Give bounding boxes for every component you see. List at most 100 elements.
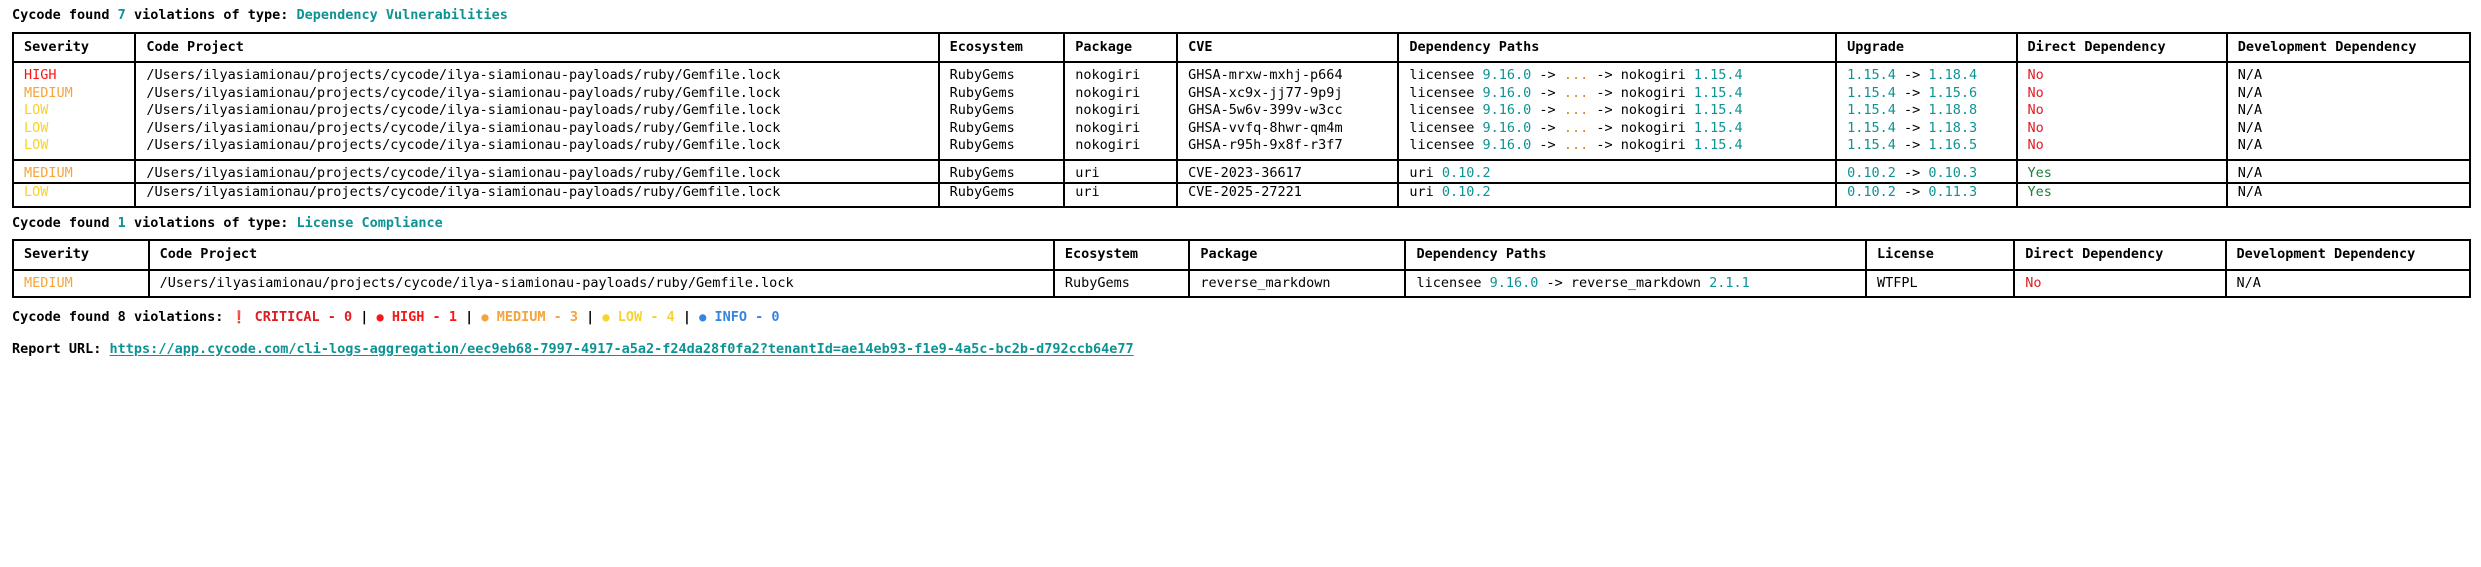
severity-badge: MEDIUM [24, 84, 73, 101]
table-row: LOW/Users/ilyasiamionau/projects/cycode/… [11, 137, 2472, 160]
col-direct-dependency: Direct Dependency [2015, 32, 2228, 64]
cell-cve: GHSA-mrxw-mxhj-p664 [1176, 62, 1400, 85]
table-row: LOW/Users/ilyasiamionau/projects/cycode/… [11, 182, 2472, 207]
cell-cve: GHSA-r95h-9x8f-r3f7 [1176, 137, 1400, 160]
col-severity: Severity [11, 32, 137, 64]
col-license: License [1864, 240, 2016, 271]
severity-badge: HIGH [24, 67, 57, 84]
severity-badge: LOW [24, 184, 49, 201]
cell-cve: GHSA-vvfq-8hwr-qm4m [1176, 119, 1400, 138]
cell-code-project: /Users/ilyasiamionau/projects/cycode/ily… [134, 182, 940, 207]
cell-cve: CVE-2025-27221 [1176, 182, 1400, 207]
high-dash: - [424, 309, 449, 326]
severity-badge: MEDIUM [24, 274, 73, 291]
medium-dot-icon: ● [481, 310, 489, 325]
cell-development-dependency: N/A [2225, 84, 2472, 103]
cell-ecosystem: RubyGems [937, 137, 1066, 160]
cell-direct-dependency: Yes [2015, 182, 2228, 207]
low-label: LOW [617, 309, 643, 326]
cell-ecosystem: RubyGems [937, 182, 1066, 207]
cell-severity: LOW [11, 102, 137, 120]
cell-dependency-path: licensee 9.16.0 -> ... -> nokogiri 1.15.… [1397, 119, 1838, 138]
col-direct-dependency: Direct Dependency [2013, 240, 2227, 271]
table-row: MEDIUM/Users/ilyasiamionau/projects/cyco… [11, 158, 2472, 184]
cell-direct-dependency: No [2013, 269, 2227, 298]
cell-ecosystem: RubyGems [937, 62, 1066, 85]
vulnerabilities-heading: Cycode found 7 violations of type: Depen… [10, 0, 2471, 32]
severity-counts: ❗ CRITICAL - 0 | ● HIGH - 1 | ● MEDIUM -… [231, 309, 779, 325]
cell-severity: MEDIUM [11, 158, 137, 184]
severity-badge: LOW [24, 119, 49, 136]
vulnerability-group: HIGH/Users/ilyasiamionau/projects/cycode… [11, 62, 2472, 160]
high-value: 1 [448, 309, 457, 326]
cell-code-project: /Users/ilyasiamionau/projects/cycode/ily… [147, 269, 1055, 298]
cell-development-dependency: N/A [2225, 158, 2472, 184]
violation-type: Dependency Vulnerabilities [296, 7, 508, 23]
col-dependency-paths: Dependency Paths [1397, 32, 1838, 64]
cell-dependency-path: licensee 9.16.0 -> ... -> nokogiri 1.15.… [1397, 84, 1838, 103]
totals-prefix: Cycode found [12, 309, 118, 326]
cell-direct-dependency: No [2015, 119, 2228, 138]
cell-upgrade: 1.15.4 -> 1.16.5 [1835, 137, 2018, 160]
cell-severity: LOW [11, 137, 137, 160]
vulnerabilities-table-wrap: Severity Code Project Ecosystem Package … [10, 31, 2472, 208]
vulnerability-group: MEDIUM/Users/ilyasiamionau/projects/cyco… [11, 158, 2472, 207]
cell-code-project: /Users/ilyasiamionau/projects/cycode/ily… [134, 102, 940, 120]
violation-count: 7 [117, 7, 126, 23]
col-development-dependency: Development Dependency [2225, 32, 2472, 64]
cell-license: WTFPL [1864, 269, 2016, 298]
cell-dependency-path: licensee 9.16.0 -> ... -> nokogiri 1.15.… [1397, 62, 1838, 85]
cell-severity: MEDIUM [11, 84, 137, 103]
license-table: Severity Code Project Ecosystem Package … [12, 239, 2471, 299]
cell-dependency-path: uri 0.10.2 [1397, 182, 1838, 207]
cell-cve: CVE-2023-36617 [1176, 158, 1400, 184]
critical-icon: ❗ [231, 310, 247, 325]
cell-package: nokogiri [1063, 62, 1179, 85]
col-package: Package [1063, 32, 1179, 64]
cell-upgrade: 0.10.2 -> 0.11.3 [1835, 182, 2018, 207]
separator: | [456, 309, 482, 326]
totals-summary: Cycode found 8 violations: ❗ CRITICAL - … [10, 298, 2471, 330]
cell-package: uri [1063, 182, 1179, 207]
table-row: LOW/Users/ilyasiamionau/projects/cycode/… [11, 102, 2472, 120]
license-table-wrap: Severity Code Project Ecosystem Package … [10, 239, 2471, 299]
cell-upgrade: 0.10.2 -> 0.10.3 [1835, 158, 2018, 184]
report-url-link[interactable]: https://app.cycode.com/cli-logs-aggregat… [109, 340, 1134, 357]
cell-direct-dependency: No [2015, 84, 2228, 103]
cell-severity: HIGH [11, 62, 137, 85]
cell-ecosystem: RubyGems [937, 158, 1066, 184]
cell-code-project: /Users/ilyasiamionau/projects/cycode/ily… [134, 137, 940, 160]
vulnerabilities-table: Severity Code Project Ecosystem Package … [11, 31, 2472, 208]
cli-report-output: Cycode found 7 violations of type: Depen… [10, 0, 2472, 357]
cell-upgrade: 1.15.4 -> 1.18.4 [1835, 62, 2018, 85]
separator: | [674, 309, 700, 326]
high-dot-icon: ● [376, 310, 384, 325]
cell-package: nokogiri [1063, 137, 1179, 160]
cell-development-dependency: N/A [2225, 62, 2472, 85]
cell-package: nokogiri [1063, 102, 1179, 120]
found-middle: violations of type: [125, 214, 297, 231]
table-row: MEDIUM/Users/ilyasiamionau/projects/cyco… [11, 84, 2472, 103]
info-dot-icon: ● [699, 310, 707, 325]
table-header-row: Severity Code Project Ecosystem Package … [11, 32, 2472, 64]
severity-badge: MEDIUM [24, 164, 73, 181]
col-dependency-paths: Dependency Paths [1404, 240, 1867, 271]
cell-severity: LOW [11, 119, 137, 138]
col-ecosystem: Ecosystem [937, 32, 1066, 64]
cell-development-dependency: N/A [2225, 137, 2472, 160]
col-severity: Severity [12, 240, 150, 271]
cell-severity: LOW [11, 182, 137, 207]
high-label: HIGH [391, 309, 425, 326]
cell-code-project: /Users/ilyasiamionau/projects/cycode/ily… [134, 62, 940, 85]
cell-dependency-path: licensee 9.16.0 -> reverse_markdown 2.1.… [1404, 269, 1867, 298]
violation-type: License Compliance [296, 214, 443, 231]
cell-direct-dependency: Yes [2015, 158, 2228, 184]
cell-cve: GHSA-xc9x-jj77-9p9j [1176, 84, 1400, 103]
cell-package: uri [1063, 158, 1179, 184]
col-cve: CVE [1176, 32, 1400, 64]
cell-upgrade: 1.15.4 -> 1.18.3 [1835, 119, 2018, 138]
cell-dependency-path: licensee 9.16.0 -> ... -> nokogiri 1.15.… [1397, 102, 1838, 120]
cell-direct-dependency: No [2015, 137, 2228, 160]
col-code-project: Code Project [134, 32, 940, 64]
license-table-head: Severity Code Project Ecosystem Package … [12, 240, 2471, 271]
